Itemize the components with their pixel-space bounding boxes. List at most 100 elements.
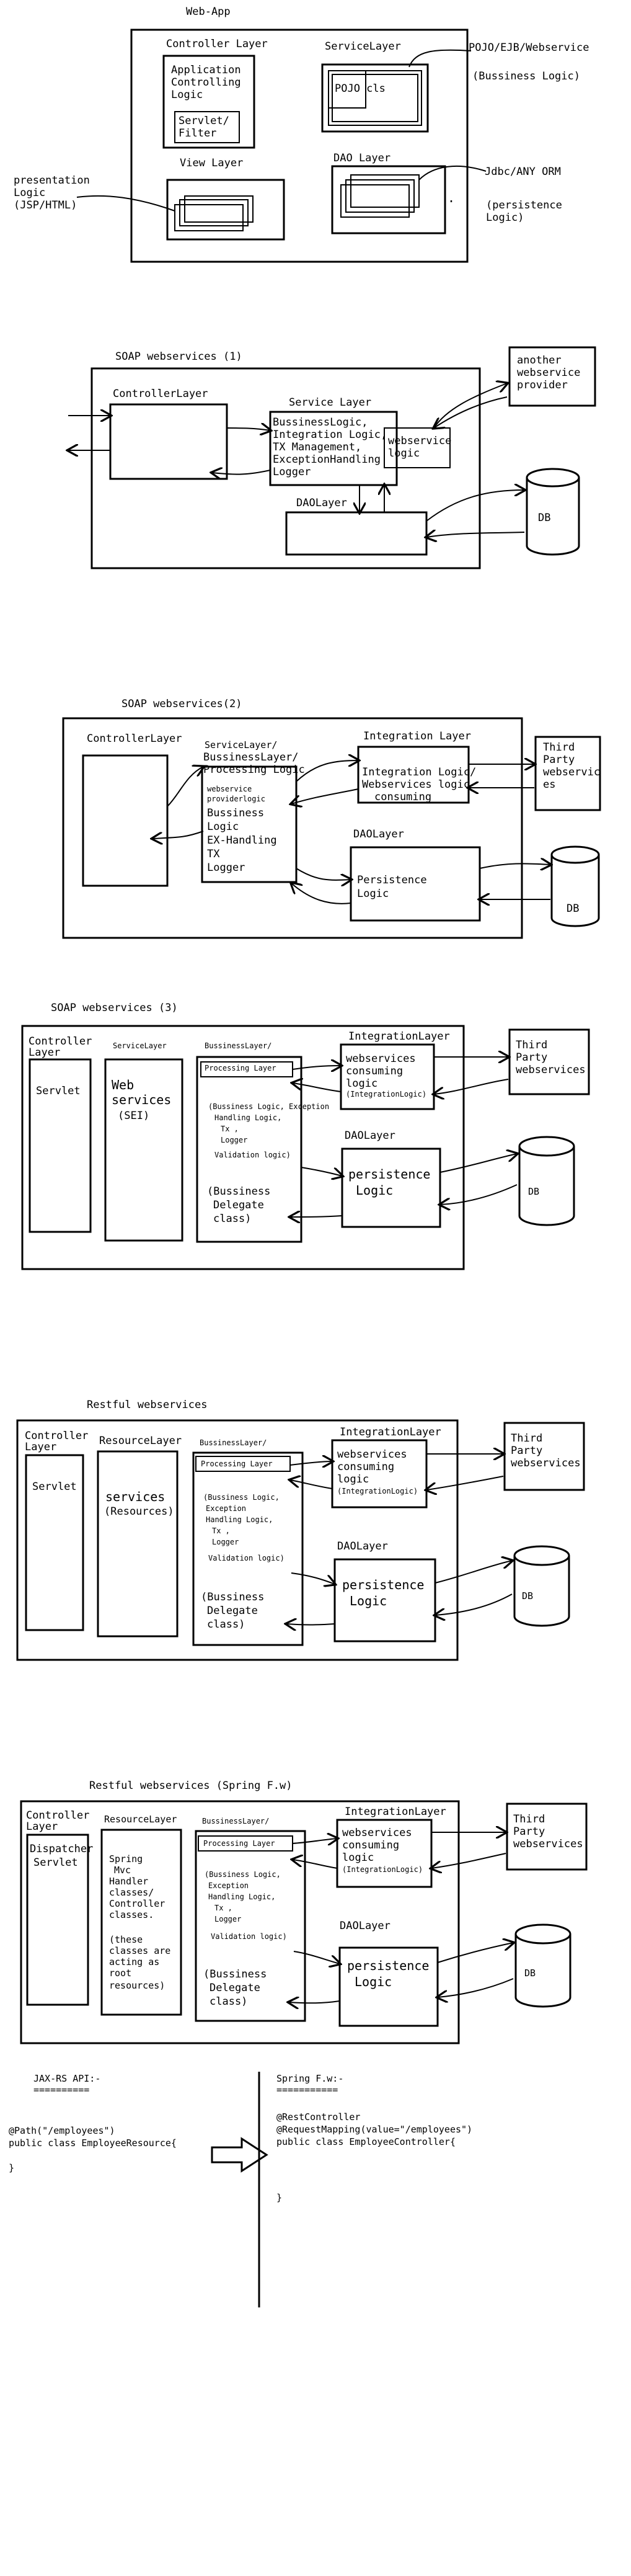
soap3-service-layer-label: ServiceLayer [113, 1041, 167, 1050]
servlet-filter-box [174, 111, 240, 143]
rest2-logic-line-1: (Bussiness Logic, [205, 1870, 281, 1879]
dao-layer-box [331, 165, 446, 234]
service-layer-box [321, 63, 429, 133]
rest1-delegate-line-1: (Bussiness [201, 1591, 264, 1603]
view-stack-2 [179, 199, 249, 226]
pojo-cls-label: POJO cls [335, 82, 386, 95]
rest1-integration-box [331, 1439, 428, 1509]
rest2-third-line-2: Party [513, 1825, 545, 1838]
rest2-spring-line-8: (these [109, 1934, 143, 1945]
soap3-controller-line-1: Controller [29, 1035, 92, 1048]
view-stack-3 [174, 204, 244, 231]
soap1-service-line-4: ExceptionHandling [273, 453, 381, 466]
rest2-db-icon [514, 1923, 571, 2008]
dao-layer-label: DAO Layer [333, 152, 391, 164]
rest2-resource-box [100, 1829, 182, 2016]
jdbc-connector [418, 165, 487, 180]
soap2-service-line-7: Logger [207, 862, 245, 874]
soap1-db-to-dao [426, 532, 525, 537]
soap3-proc-to-integration [292, 1066, 341, 1069]
soap2-integration-line-2: Webservices logic [362, 778, 470, 791]
rest2-dao-to-db [437, 1943, 513, 1963]
soap1-frame [90, 367, 481, 569]
soap3-delegate-line-1: (Bussiness [207, 1185, 270, 1198]
soap2-service-head-2: BussinessLayer/ [203, 751, 299, 764]
rest2-logic-line-6: Validation logic) [211, 1932, 287, 1941]
spring-line-1: @RestController [276, 2111, 360, 2123]
soap3-db-label: DB [528, 1186, 539, 1197]
rest2-spring-line-1: Spring [109, 1853, 143, 1865]
soap3-ws-line-2: consuming [346, 1065, 403, 1077]
rest1-services-line-1: services [105, 1489, 165, 1504]
comparison-arrow [211, 2137, 268, 2173]
soap1-service-to-ctrl [212, 470, 271, 475]
pojo-stack-1 [328, 70, 422, 126]
soap2-integration-label: Integration Layer [363, 730, 471, 742]
soap2-third-line-4: es [543, 778, 555, 791]
rest2-logic-line-4: Tx , [214, 1904, 232, 1912]
soap2-third-line-3: webservic [543, 766, 600, 778]
soap3-diagram: SOAP webservices (3) Controller Layer Se… [21, 1002, 590, 1270]
soap2-service-line-4: Logic [207, 821, 239, 833]
soap3-third-line-3: webservices [516, 1064, 586, 1076]
soap1-ws-logic-line-2: logic [388, 447, 420, 460]
soap1-another-line-1: another [517, 354, 562, 367]
rest1-db-icon [513, 1545, 570, 1627]
dao-stack-1 [350, 174, 420, 208]
soap2-ctrl-to-service [167, 767, 203, 807]
dao-dot: . [448, 190, 455, 205]
presentation-line-2: Logic [14, 187, 45, 199]
soap3-dao-box [341, 1148, 441, 1228]
rest2-persistence-line-2: Logic [355, 1974, 392, 1989]
soap3-frame [21, 1025, 465, 1270]
rest2-title: Restful webservices (Spring F.w) [89, 1780, 293, 1792]
soap2-persistence-line-2: Logic [357, 888, 389, 900]
soap1-service-line-3: TX Management, [273, 441, 361, 453]
soap3-db-to-dao [440, 1184, 518, 1205]
rest2-dao-label: DAOLayer [340, 1920, 391, 1932]
rest2-dispatcher-line-2: Servlet [33, 1856, 78, 1869]
soap1-db-icon [526, 468, 580, 556]
view-layer-box [166, 179, 285, 241]
soap3-web-line-2: services [112, 1092, 171, 1107]
dao-stack-3 [340, 184, 410, 218]
soap2-dao-to-db [479, 863, 550, 868]
soap3-integration-box [340, 1043, 435, 1110]
rest1-delegate-line-3: class) [207, 1618, 245, 1631]
rest2-integration-logic: (IntegrationLogic) [342, 1865, 423, 1874]
soap3-db-icon [518, 1136, 575, 1226]
rest1-db-to-dao [435, 1593, 513, 1615]
rest1-integration-label: IntegrationLayer [340, 1426, 441, 1438]
rest1-delegate-line-2: Delegate [207, 1605, 258, 1617]
soap3-servlet-box [29, 1058, 92, 1233]
rest1-dao-to-business [286, 1624, 335, 1625]
soap2-third-line-2: Party [543, 754, 575, 766]
rest2-spring-line-9: classes are [109, 1945, 170, 1956]
rest1-persistence-line-2: Logic [350, 1593, 387, 1608]
soap2-service-head-1: ServiceLayer/ [205, 739, 277, 751]
rest1-db-label: DB [522, 1590, 533, 1602]
presentation-connector [76, 195, 175, 212]
rest1-processing-box [195, 1456, 291, 1472]
controller-layer-box [162, 55, 255, 149]
soap1-service-line-2: Integration Logic, [273, 429, 387, 441]
soap2-diagram: SOAP webservices(2) ControllerLayer Serv… [62, 698, 601, 939]
rest1-dao-label: DAOLayer [337, 1540, 388, 1553]
soap2-dao-to-service [291, 883, 351, 904]
soap3-title: SOAP webservices (3) [51, 1002, 178, 1014]
rest1-business-box [192, 1451, 304, 1646]
soap3-web-line-1: Web [112, 1077, 134, 1092]
jaxrs-line-1: @Path("/employees") [9, 2125, 115, 2136]
rest2-spring-line-3: Handler [109, 1876, 148, 1887]
rest1-frame [16, 1419, 459, 1661]
soap3-dao-to-business [290, 1216, 343, 1217]
rest1-dao-to-db [435, 1561, 512, 1584]
soap1-service-box [269, 411, 398, 486]
rest2-delegate-line-2: Delegate [210, 1982, 260, 1994]
webapp-frame [130, 29, 469, 263]
rest2-spring-line-12: resources) [109, 1980, 165, 1991]
rest1-third-line-2: Party [511, 1445, 542, 1457]
rest2-delegate-line-1: (Bussiness [203, 1968, 267, 1981]
rest2-controller-line-1: Controller [26, 1809, 89, 1822]
